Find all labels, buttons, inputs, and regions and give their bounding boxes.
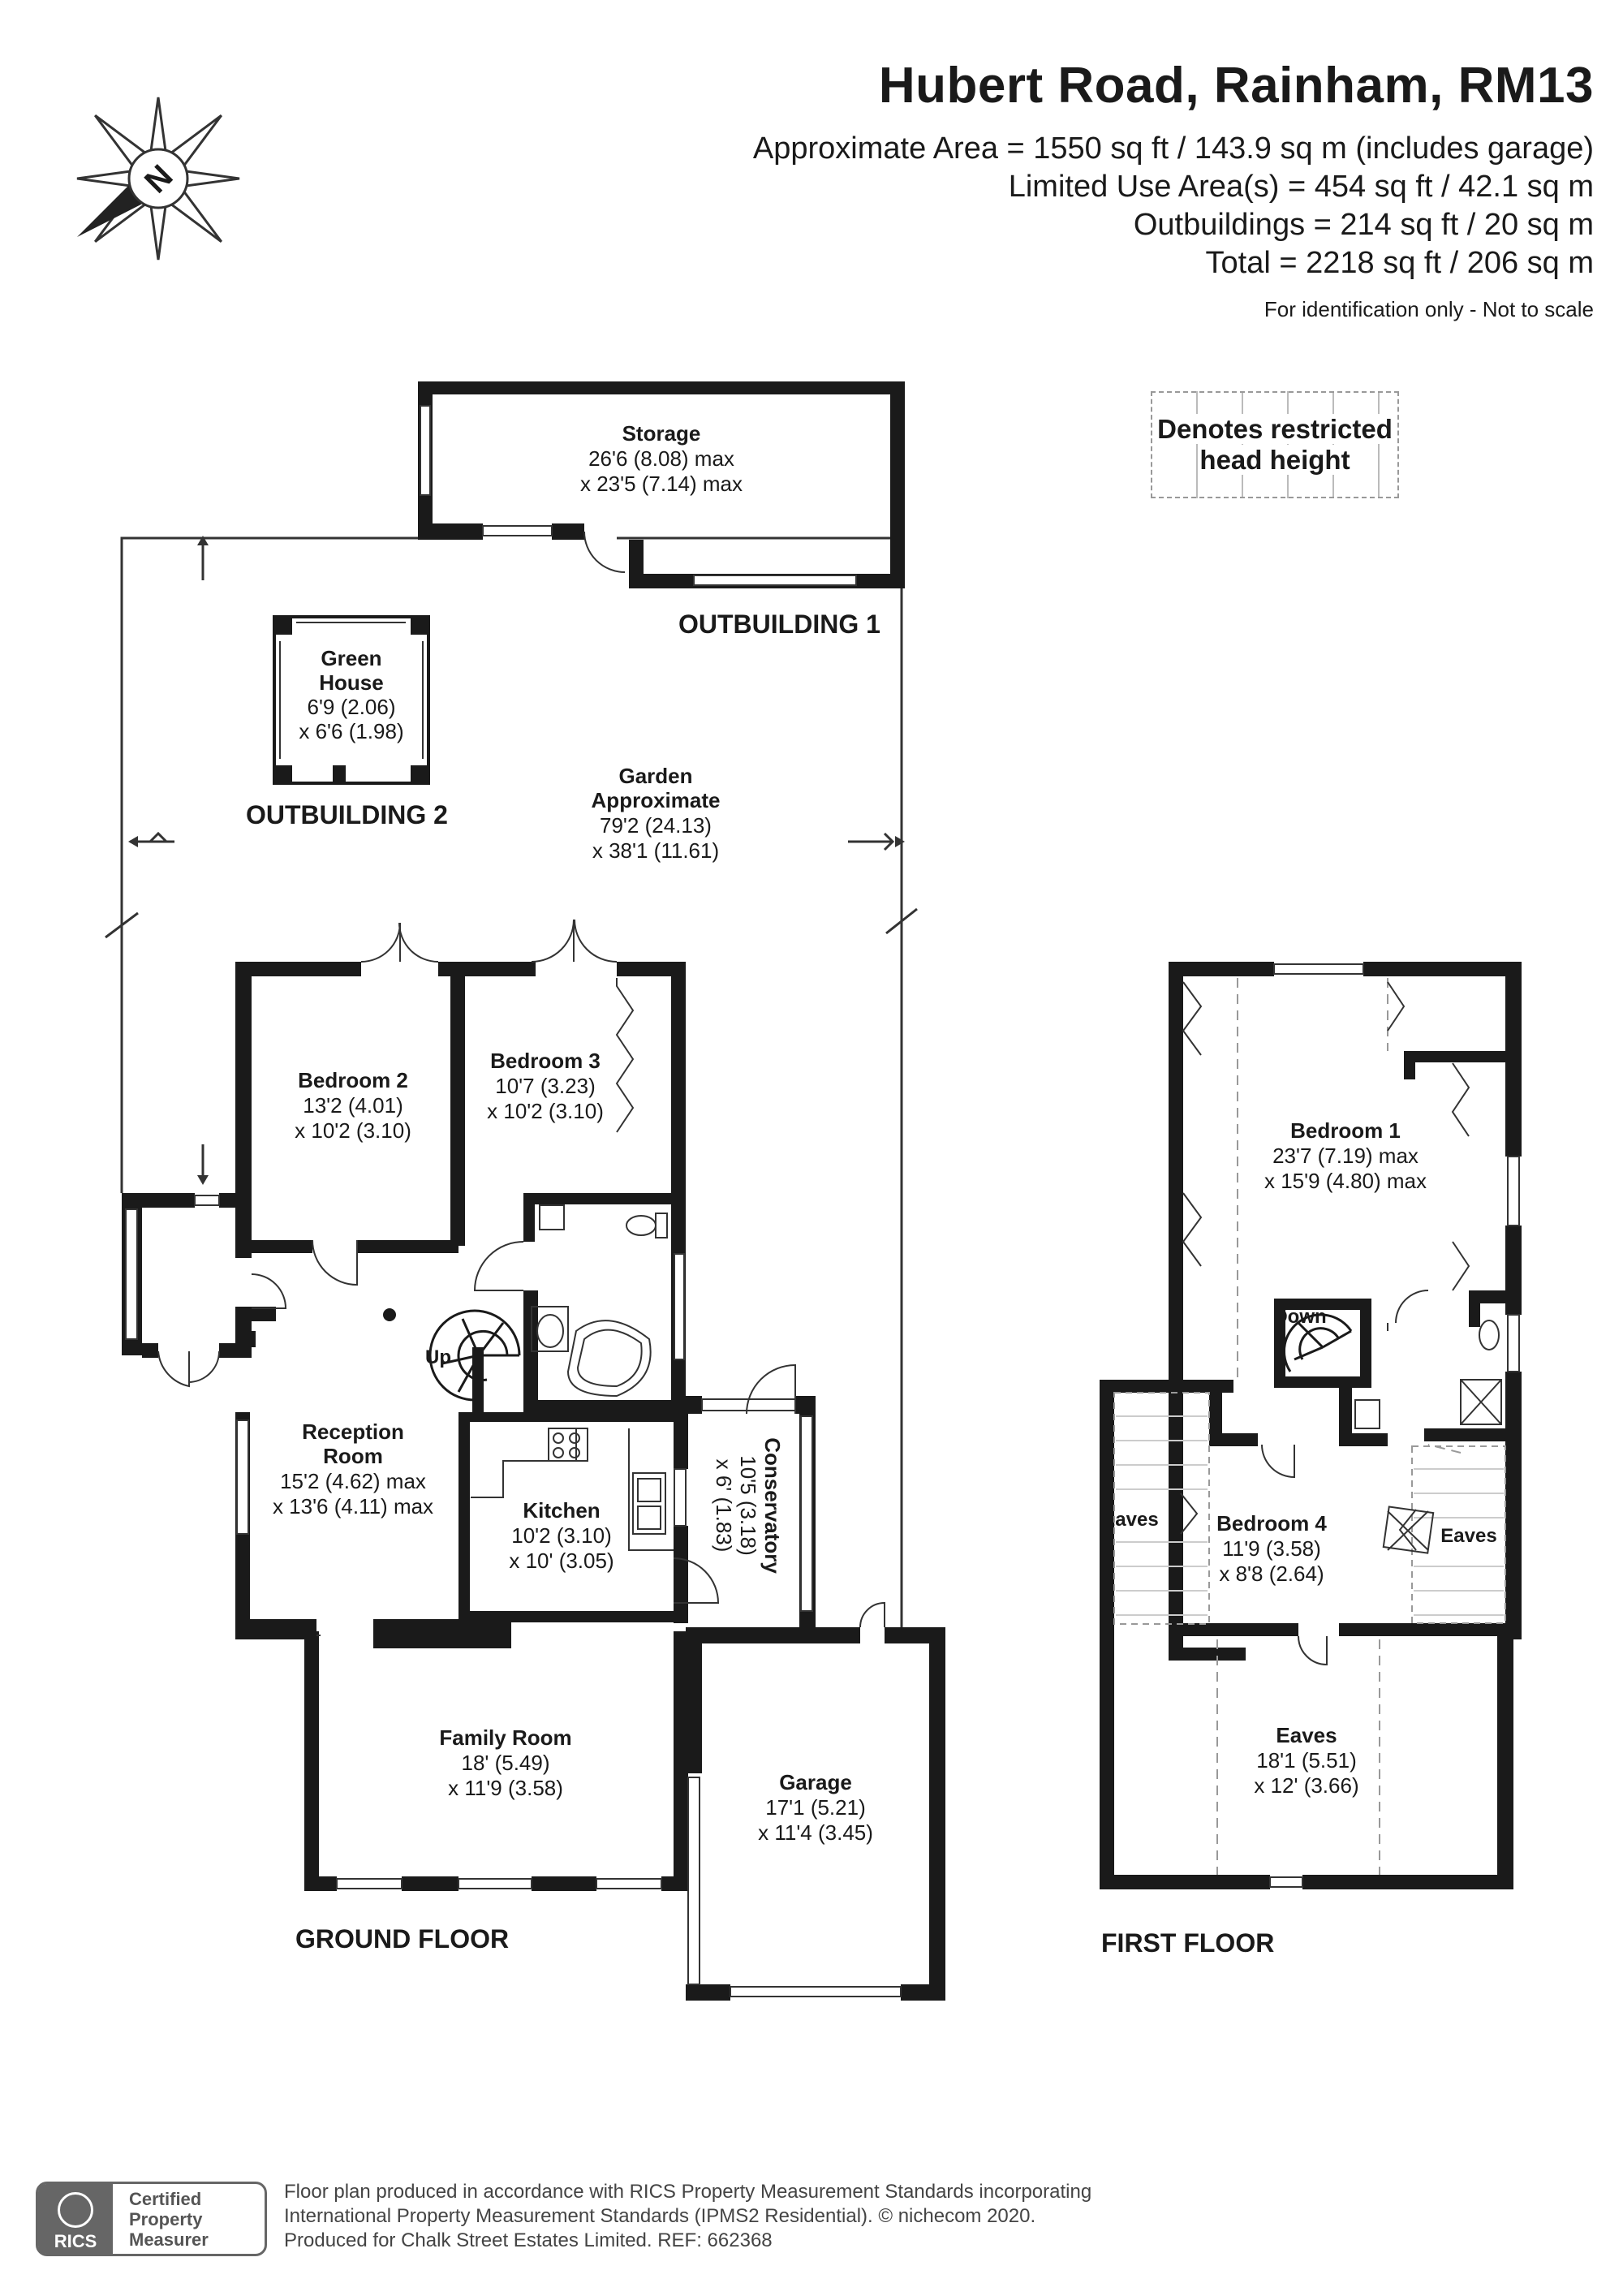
bedroom3-dim2: x 10'2 (3.10) <box>487 1099 604 1123</box>
door-swings <box>157 919 885 1636</box>
kitchen-dim2: x 10' (3.05) <box>509 1549 613 1573</box>
eaves-hatch-right <box>1411 1445 1506 1624</box>
area-limited-use: Limited Use Area(s) = 454 sq ft / 42.1 s… <box>1008 170 1594 204</box>
bedroom3-label: Bedroom 3 <box>490 1049 601 1073</box>
reception-dim1: 15'2 (4.62) max <box>280 1469 426 1493</box>
footer-line-3: Produced for Chalk Street Estates Limite… <box>284 2229 773 2251</box>
storage-label: Storage <box>622 421 701 446</box>
restricted-height-lines <box>1216 978 1462 1875</box>
family-room-dim1: 18' (5.49) <box>461 1751 549 1775</box>
rics-certified-badge: RICS Certified Property Measurer <box>36 2182 267 2256</box>
conservatory-labels: Conservatory 10'5 (3.18) x 6' (1.83) <box>712 1437 785 1574</box>
bedroom2-dim1: 13'2 (4.01) <box>303 1093 403 1118</box>
badge-line-2: Property <box>129 2209 203 2229</box>
bedroom1-dim2: x 15'9 (4.80) max <box>1264 1169 1427 1193</box>
area-summary: Approximate Area = 1550 sq ft / 143.9 sq… <box>753 130 1594 282</box>
compass-icon: N <box>76 97 240 261</box>
room-labels: Storage 26'6 (8.08) max x 23'5 (7.14) ma… <box>273 421 1497 1845</box>
outbuilding2-label: OUTBUILDING 2 <box>246 800 448 829</box>
area-total: Total = 2218 sq ft / 206 sq m <box>1205 246 1594 280</box>
bedroom1-dim1: 23'7 (7.19) max <box>1272 1144 1419 1168</box>
eaves-hatch-left <box>1113 1392 1210 1625</box>
spiral-stair-first <box>1282 1313 1353 1372</box>
green-house-dim2: x 6'6 (1.98) <box>299 719 403 743</box>
stair-up-label: Up <box>425 1346 451 1368</box>
kitchen-fixtures <box>471 1428 674 1551</box>
green-house-dim1: 6'9 (2.06) <box>307 695 395 719</box>
green-house-label: Green <box>321 646 381 670</box>
conservatory-dim1: 10'5 (3.18) <box>736 1455 760 1556</box>
bathroom-fixtures <box>531 1204 668 1398</box>
storage-dim2: x 23'5 (7.14) max <box>580 472 743 496</box>
ground-floor-windows <box>125 1195 902 1997</box>
eaves-dim1: 18'1 (5.51) <box>1256 1748 1357 1773</box>
garage-dim2: x 11'4 (3.45) <box>758 1820 873 1845</box>
kitchen-label: Kitchen <box>523 1498 600 1523</box>
badge-text: Certified Property Measurer <box>129 2189 209 2250</box>
eaves-dim2: x 12' (3.66) <box>1254 1773 1358 1798</box>
garden-dim1: 79'2 (24.13) <box>600 813 712 838</box>
page-title: Hubert Road, Rainham, RM13 <box>878 58 1594 114</box>
rics-logo-text: RICS <box>54 2231 97 2251</box>
rics-logo: RICS <box>38 2184 113 2254</box>
footer-credits: Floor plan produced in accordance with R… <box>284 2180 1091 2253</box>
bedroom3-dim1: 10'7 (3.23) <box>495 1074 596 1098</box>
first-floor-windows <box>1269 963 1520 1888</box>
reception-dim2: x 13'6 (4.11) max <box>273 1494 433 1518</box>
bedroom2-label: Bedroom 2 <box>298 1068 408 1092</box>
bedroom4-label: Bedroom 4 <box>1216 1511 1327 1536</box>
bedroom4-dim2: x 8'8 (2.64) <box>1219 1562 1324 1586</box>
eaves-right-label: Eaves <box>1440 1525 1496 1547</box>
garden-label: Garden <box>618 764 692 788</box>
conservatory-dim2: x 6' (1.83) <box>712 1459 736 1553</box>
kitchen-dim1: 10'2 (3.10) <box>511 1523 612 1548</box>
garage-label: Garage <box>779 1770 852 1794</box>
section-labels: OUTBUILDING 1 OUTBUILDING 2 GROUND FLOOR… <box>246 610 1274 1958</box>
badge-line-1: Certified <box>129 2189 202 2209</box>
first-floor-label: FIRST FLOOR <box>1101 1928 1274 1958</box>
bedroom2-dim2: x 10'2 (3.10) <box>295 1118 411 1143</box>
bedroom4-dim1: 11'9 (3.58) <box>1222 1536 1321 1561</box>
green-house <box>273 615 430 785</box>
scale-note: For identification only - Not to scale <box>1264 297 1594 321</box>
area-outbuildings: Outbuildings = 214 sq ft / 20 sq m <box>1133 208 1594 242</box>
legend-line-2: head height <box>1198 445 1352 475</box>
restricted-height-legend: Denotes restricted head height <box>1151 391 1399 498</box>
wardrobe-bedroom3 <box>615 978 635 1133</box>
stair-down-label: Down <box>1273 1306 1326 1328</box>
garden-label-2: Approximate <box>592 788 721 812</box>
bedroom1-label: Bedroom 1 <box>1290 1118 1401 1143</box>
legend-line-1: Denotes restricted <box>1156 414 1394 444</box>
area-approximate: Approximate Area = 1550 sq ft / 143.9 sq… <box>752 131 1594 166</box>
family-room-dim2: x 11'9 (3.58) <box>448 1776 563 1800</box>
first-floor-fixtures <box>1180 981 1502 1666</box>
garage-dim1: 17'1 (5.21) <box>765 1795 866 1820</box>
rics-seal-icon <box>58 2192 93 2228</box>
footer-line-2: International Property Measurement Stand… <box>284 2205 1036 2227</box>
reception-label: Reception <box>302 1419 404 1444</box>
column-dot <box>383 1308 396 1321</box>
conservatory-label: Conservatory <box>760 1437 785 1574</box>
ground-floor-label: GROUND FLOOR <box>295 1924 509 1954</box>
eaves-label: Eaves <box>1276 1723 1337 1747</box>
garden-dim2: x 38'1 (11.61) <box>592 838 719 863</box>
footer-line-1: Floor plan produced in accordance with R… <box>284 2181 1092 2203</box>
eaves-left-label: Eaves <box>1102 1509 1158 1531</box>
badge-line-3: Measurer <box>129 2229 209 2250</box>
family-room-label: Family Room <box>439 1725 571 1750</box>
storage-dim1: 26'6 (8.08) max <box>588 446 734 471</box>
outbuilding1-label: OUTBUILDING 1 <box>678 610 880 639</box>
green-house-label-2: House <box>319 670 383 695</box>
first-floor-walls <box>1100 962 1522 1889</box>
reception-label-2: Room <box>323 1444 383 1468</box>
